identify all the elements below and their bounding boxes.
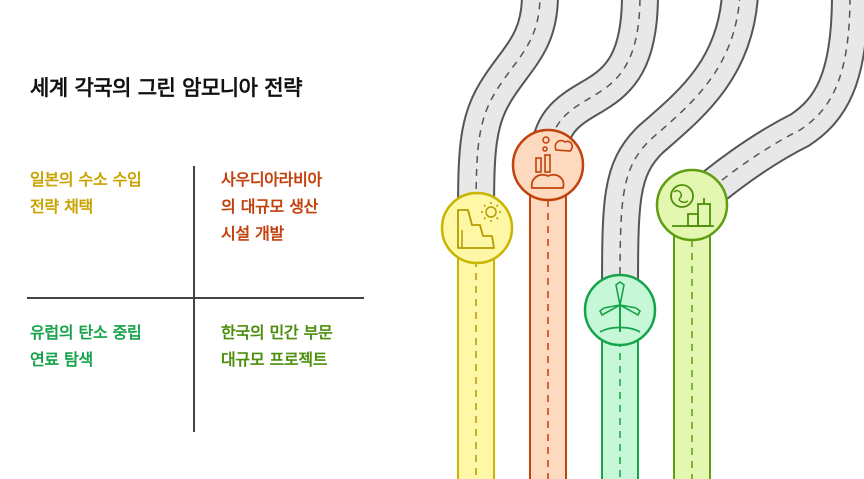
quadrant-europe: 유럽의 탄소 중립 연료 탐색 [30, 323, 142, 369]
quadrant-japan: 일본의 수소 수입 전략 채택 [30, 170, 142, 216]
quadrant-divider-horizontal [27, 297, 364, 299]
wind-turbine-icon [583, 273, 657, 347]
globe-city-icon [655, 168, 729, 242]
chemical-plant-icon [511, 128, 585, 202]
road-1 [457, 0, 559, 479]
page-title: 세계 각국의 그린 암모니아 전략 [30, 76, 302, 100]
factory-sun-icon [440, 191, 514, 265]
quadrant-saudi: 사우디아라비아 의 대규모 생산 시설 개발 [221, 170, 322, 243]
quadrant-korea: 한국의 민간 부문 대규모 프로젝트 [221, 323, 333, 369]
quadrant-divider-vertical [193, 166, 195, 432]
